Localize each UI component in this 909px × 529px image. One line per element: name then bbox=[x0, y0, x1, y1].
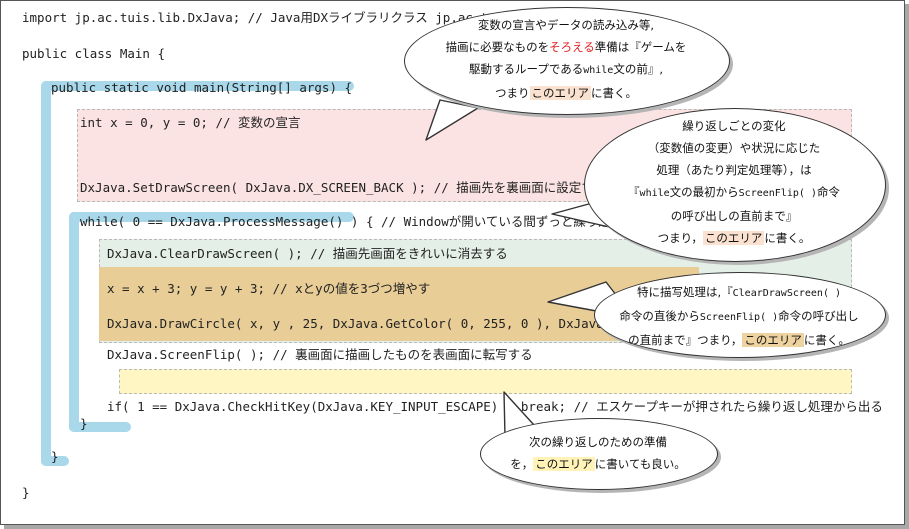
callout-loop-text: 繰り返しごとの変化 （変数値の変更）や状況に応じた 処理（あたり判定処理等），は… bbox=[628, 119, 840, 245]
callout-draw-text: 特に描写処理は,『ClearDrawScreen( ) 命令の直後からScree… bbox=[619, 285, 859, 347]
code-clear-draw-screen: DxJava.ClearDrawScreen( ); // 描画先画面をきれいに… bbox=[107, 246, 508, 261]
next-prep-area bbox=[119, 369, 852, 394]
code-class-decl: public class Main { bbox=[22, 46, 165, 61]
callout-next-prep-text: 次の繰り返しのための準備 を，このエリアに書いても良い。 bbox=[510, 435, 686, 471]
code-draw-circle: DxJava.DrawCircle( x, y , 25, DxJava.Get… bbox=[107, 316, 664, 331]
code-hit-key: if( 1 == DxJava.CheckHitKey(DxJava.KEY_I… bbox=[107, 399, 883, 414]
code-set-draw-screen: DxJava.SetDrawScreen( DxJava.DX_SCREEN_B… bbox=[80, 180, 607, 195]
code-screen-flip: DxJava.ScreenFlip( ); // 裏画面に描画したものを表画面に… bbox=[107, 347, 533, 362]
code-close-class: } bbox=[22, 485, 30, 500]
main-scope-top bbox=[41, 81, 354, 91]
code-close-while: } bbox=[80, 416, 88, 431]
code-xy-update: x = x + 3; y = y + 3; // xとyの値を3づつ増やす bbox=[107, 281, 431, 296]
code-while: while( 0 == DxJava.ProcessMessage() ) { … bbox=[80, 214, 624, 229]
code-close-main: } bbox=[51, 449, 59, 464]
callout-setup-text: 変数の宣言やデータの読み込み等, 描画に必要なものをそろえる準備は『ゲームを 駆… bbox=[445, 18, 687, 100]
callout-next-prep bbox=[480, 418, 718, 490]
code-int-decl: int x = 0, y = 0; // 変数の宣言 bbox=[80, 115, 301, 130]
while-scope-top bbox=[69, 212, 354, 222]
while-scope-side bbox=[69, 212, 79, 432]
code-main-decl: public static void main(String[] args) { bbox=[51, 80, 353, 95]
main-scope-bottom bbox=[41, 456, 69, 466]
while-scope-bottom bbox=[69, 422, 131, 432]
main-scope-side bbox=[41, 81, 51, 466]
callout-draw bbox=[594, 272, 886, 358]
